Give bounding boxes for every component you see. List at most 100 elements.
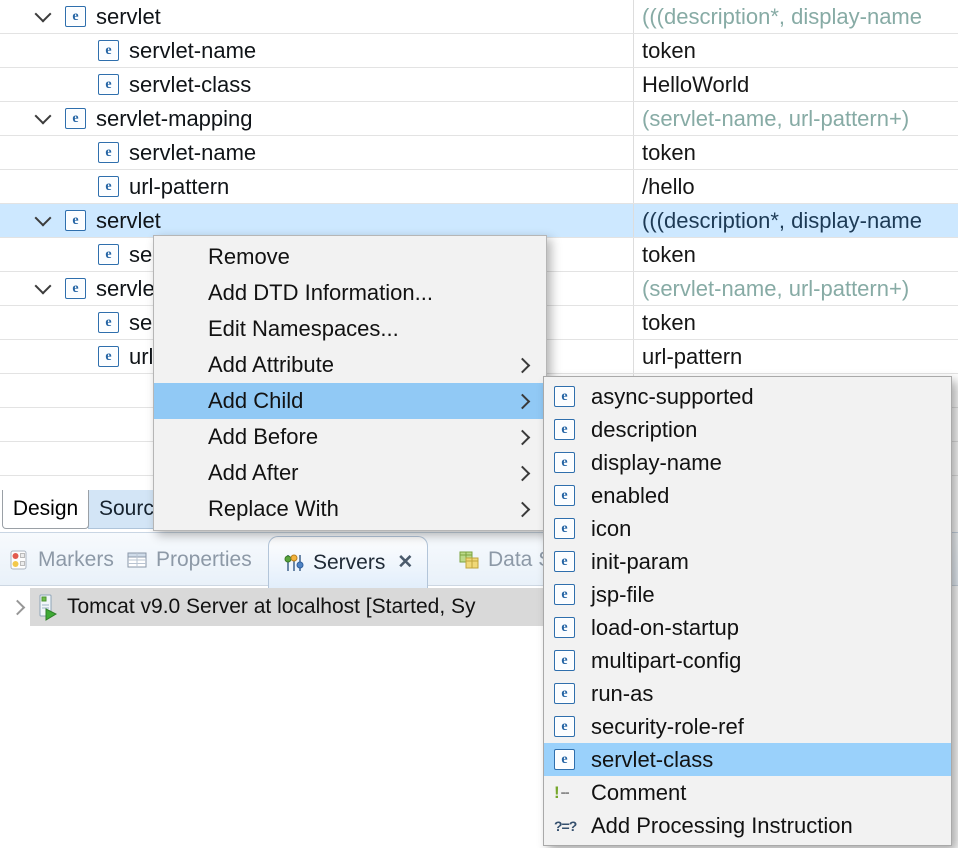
content-model-cell[interactable]: (((description*, display-name	[642, 3, 922, 29]
element-icon: e	[554, 386, 575, 407]
tree-cell: e servlet	[0, 204, 634, 237]
submenu-item-async-supported[interactable]: e async-supported	[544, 380, 951, 413]
submenu-arrow-icon	[514, 393, 531, 409]
tab-servers[interactable]: Servers ✕	[268, 536, 429, 588]
server-row-tomcat[interactable]: Tomcat v9.0 Server at localhost [Started…	[0, 588, 476, 626]
content-model-cell[interactable]: (servlet-name, url-pattern+)	[642, 105, 910, 131]
tree-cell: e servlet-class	[0, 68, 634, 101]
chevron-down-icon[interactable]	[34, 107, 52, 124]
server-list: Tomcat v9.0 Server at localhost [Started…	[0, 588, 958, 626]
close-icon[interactable]: ✕	[397, 552, 414, 573]
tomcat-server-icon	[39, 594, 57, 621]
content-model-cell[interactable]: (servlet-name, url-pattern+)	[642, 275, 910, 301]
tab-data-source[interactable]: Data S	[458, 533, 552, 587]
table-row[interactable]: e servlet (((description*, display-name	[0, 0, 958, 34]
element-icon: e	[554, 617, 575, 638]
element-icon: e	[554, 419, 575, 440]
element-icon: e	[554, 683, 575, 704]
chevron-down-icon[interactable]	[34, 5, 52, 22]
submenu-item-comment[interactable]: ! -- Comment	[554, 779, 687, 805]
menu-item-edit-namespaces[interactable]: Edit Namespaces...	[208, 316, 399, 341]
submenu-item-multipart-config[interactable]: e multipart-config	[544, 644, 951, 677]
element-icon: e	[554, 485, 575, 506]
tab-markers-label: Markers	[38, 548, 114, 571]
submenu-item-description[interactable]: e description	[544, 413, 951, 446]
tree-cell: e servle	[0, 272, 634, 305]
content-value-cell[interactable]: token	[642, 37, 696, 63]
submenu-arrow-icon	[514, 501, 531, 517]
content-value-cell[interactable]: token	[642, 309, 696, 335]
table-row[interactable]: e url-pattern /hello	[0, 170, 958, 204]
table-row[interactable]: e servlet-name token	[0, 34, 958, 68]
menu-item-replace-with[interactable]: Replace With	[154, 491, 546, 527]
properties-icon	[127, 552, 147, 568]
table-row-selected[interactable]: e servlet (((description*, display-name	[0, 204, 958, 238]
tree-cell: e servlet-name	[0, 34, 634, 67]
menu-item-add-dtd-information[interactable]: Add DTD Information...	[208, 280, 433, 305]
submenu-item-security-role-ref[interactable]: e security-role-ref	[544, 710, 951, 743]
element-name: servlet-class	[129, 71, 252, 97]
submenu-item-enabled[interactable]: e enabled	[544, 479, 951, 512]
tab-properties-label: Properties	[156, 548, 252, 571]
element-icon: e	[98, 142, 119, 163]
chevron-down-icon[interactable]	[34, 277, 52, 294]
element-icon: e	[98, 176, 119, 197]
chevron-right-icon[interactable]	[9, 599, 26, 615]
element-icon: e	[65, 6, 86, 27]
submenu-item-jsp-file[interactable]: e jsp-file	[544, 578, 951, 611]
element-name: url-pattern	[129, 173, 230, 199]
menu-item-add-before[interactable]: Add Before	[154, 419, 546, 455]
submenu-item-run-as[interactable]: e run-as	[544, 677, 951, 710]
element-icon: e	[554, 452, 575, 473]
tab-markers[interactable]: Markers	[8, 533, 114, 587]
tree-cell: e servlet-mapping	[0, 102, 634, 135]
tree-cell: e url	[0, 340, 634, 373]
content-value-cell[interactable]: token	[642, 241, 696, 267]
content-model-cell[interactable]: (((description*, display-name	[642, 207, 922, 233]
table-row[interactable]: e servlet-name token	[0, 136, 958, 170]
tab-design[interactable]: Design	[2, 490, 89, 529]
submenu-arrow-icon	[514, 357, 531, 373]
tab-properties[interactable]: Properties	[126, 533, 252, 587]
submenu-item-init-param[interactable]: e init-param	[544, 545, 951, 578]
element-icon: e	[98, 244, 119, 265]
table-row[interactable]: e servlet-class HelloWorld	[0, 68, 958, 102]
tab-design-label: Design	[12, 497, 79, 520]
tab-servers-label: Servers	[313, 550, 386, 574]
element-icon: e	[65, 210, 86, 231]
menu-item-remove[interactable]: Remove	[208, 244, 290, 269]
server-row-label: Tomcat v9.0 Server at localhost [Started…	[67, 595, 476, 618]
submenu-item-load-on-startup[interactable]: e load-on-startup	[544, 611, 951, 644]
element-name: servle	[96, 275, 155, 301]
content-value-cell[interactable]: token	[642, 139, 696, 165]
tab-source-label: Sourc	[99, 497, 154, 520]
menu-item-add-after[interactable]: Add After	[154, 455, 546, 491]
submenu-item-servlet-class[interactable]: e servlet-class	[544, 743, 951, 776]
content-value-cell[interactable]: HelloWorld	[642, 71, 750, 97]
content-value-cell[interactable]: url-pattern	[642, 343, 743, 369]
element-icon: e	[65, 108, 86, 129]
element-name: url	[129, 343, 154, 369]
element-icon: e	[98, 312, 119, 333]
submenu-item-icon[interactable]: e icon	[544, 512, 951, 545]
submenu-item-display-name[interactable]: e display-name	[544, 446, 951, 479]
element-icon: e	[98, 74, 119, 95]
comment-icon: ! --	[554, 782, 570, 802]
tree-cell: e se	[0, 238, 634, 271]
table-row[interactable]: e servlet-mapping (servlet-name, url-pat…	[0, 102, 958, 136]
element-name: se	[129, 241, 153, 267]
processing-instruction-icon: ?=?	[554, 817, 577, 834]
menu-item-add-attribute[interactable]: Add Attribute	[154, 347, 546, 383]
menu-item-add-child[interactable]: Add Child	[154, 383, 546, 419]
element-name: servlet	[96, 207, 161, 233]
servers-icon	[284, 554, 304, 571]
submenu-item-add-processing-instruction[interactable]: ?=? Add Processing Instruction	[554, 812, 853, 838]
submenu-arrow-icon	[514, 465, 531, 481]
content-value-cell[interactable]: /hello	[642, 173, 695, 199]
element-icon: e	[554, 584, 575, 605]
view-tabbar: Markers Properties Servers ✕	[0, 532, 958, 588]
chevron-down-icon[interactable]	[34, 209, 52, 226]
tree-cell: e se	[0, 306, 634, 339]
element-name: servlet-name	[129, 139, 257, 165]
